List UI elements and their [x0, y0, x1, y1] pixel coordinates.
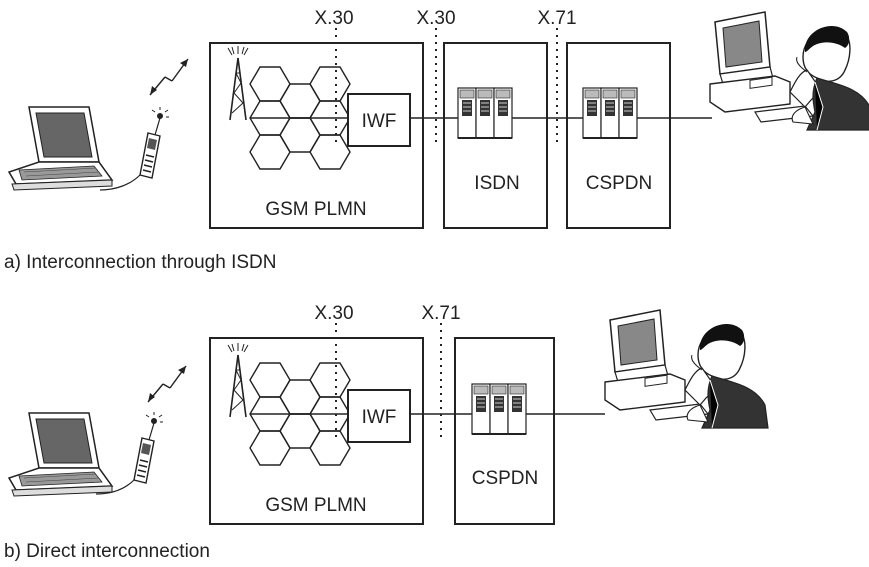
gsm-plmn-box	[209, 42, 424, 229]
cspdn-box	[566, 42, 671, 229]
cable-line	[95, 479, 135, 495]
isdn-box	[443, 42, 548, 229]
cable-line	[99, 174, 141, 191]
caption-b: b) Direct interconnection	[4, 541, 210, 562]
cspdn-box	[454, 337, 555, 525]
antenna-tower-icon	[227, 342, 249, 418]
interface-label: X.30	[314, 303, 353, 324]
exchange-rack-icon	[582, 87, 638, 139]
mobile-phone-icon	[139, 106, 170, 179]
workstation-user-icon	[604, 309, 769, 429]
gsm-plmn-label: GSM PLMN	[265, 495, 366, 516]
caption-a: a) Interconnection through ISDN	[4, 252, 277, 273]
iwf-box	[347, 389, 411, 443]
diagram-b: IWF GSM PLMN CSPDN X.30 X.71 b) Direct i…	[4, 303, 769, 562]
iwf-box	[347, 93, 411, 147]
gsm-plmn-box	[209, 337, 424, 525]
interface-label: X.71	[537, 8, 576, 29]
antenna-tower-icon	[227, 45, 249, 121]
interface-label: X.71	[421, 303, 460, 324]
cspdn-label: CSPDN	[586, 173, 653, 194]
iwf-label: IWF	[362, 407, 397, 428]
radio-link-icon	[147, 365, 187, 403]
cspdn-label: CSPDN	[472, 468, 539, 489]
exchange-rack-icon	[471, 383, 527, 435]
iwf-label: IWF	[362, 111, 397, 132]
workstation-user-icon	[709, 11, 869, 131]
diagram-a: IWF GSM PLMN ISDN CSPDN X.30 X.30 X.71 a…	[4, 8, 869, 273]
interface-label: X.30	[314, 8, 353, 29]
exchange-rack-icon	[457, 87, 513, 139]
interface-label: X.30	[416, 8, 455, 29]
laptop-icon	[8, 412, 113, 497]
isdn-label: ISDN	[474, 173, 519, 194]
mobile-phone-icon	[133, 411, 164, 484]
gsm-plmn-label: GSM PLMN	[265, 199, 366, 220]
radio-link-icon	[149, 58, 189, 96]
laptop-icon	[8, 106, 113, 191]
